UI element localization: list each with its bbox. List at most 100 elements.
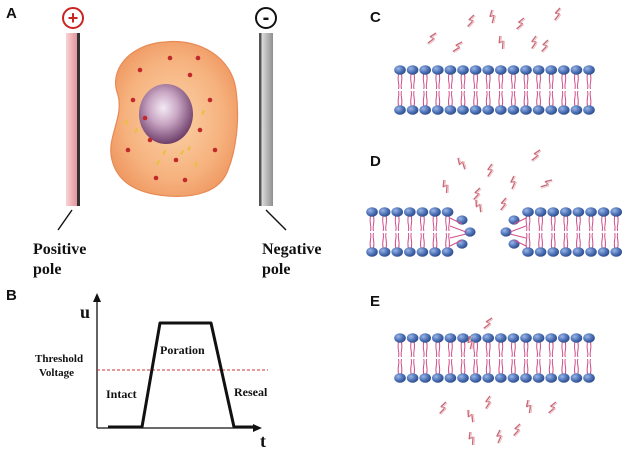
lipid-head: [482, 373, 495, 383]
threshold-label-line1: Threshold: [35, 353, 83, 365]
lipid-tail: [485, 341, 488, 358]
lipid-tail: [563, 215, 566, 232]
pore-lipid-head: [508, 215, 520, 225]
lipid-head: [520, 105, 532, 115]
lipid-tail: [589, 90, 592, 107]
lipid-head: [432, 65, 444, 75]
molecule: [440, 178, 452, 195]
lipid-tail: [548, 341, 551, 358]
lipid-tail: [564, 358, 567, 375]
lipid-tail: [422, 215, 425, 232]
lipid-tail: [526, 90, 529, 107]
lipid-tail: [425, 341, 428, 358]
lipid-tail: [501, 73, 504, 90]
lipid-tail: [523, 358, 526, 375]
threshold-label-line2: Voltage: [39, 367, 74, 379]
lipid-tail: [410, 358, 413, 375]
lipid-tail: [473, 73, 476, 90]
lipid-tail: [463, 73, 466, 90]
lipid-tail: [438, 73, 441, 90]
lipid-tail: [419, 215, 422, 232]
lipid-tail: [432, 215, 435, 232]
lipid-tail: [548, 358, 551, 375]
lipid-tail: [561, 358, 564, 375]
lipid-head: [432, 373, 444, 383]
lipid-tail: [513, 73, 516, 90]
lipid-tail: [573, 341, 576, 358]
lipid-head: [378, 247, 391, 257]
positive-label-line2: pole: [33, 261, 61, 278]
lipid-head: [404, 247, 416, 257]
lipid-head: [419, 65, 432, 75]
molecule: [437, 400, 450, 417]
lipid-tail: [553, 232, 556, 249]
molecule: [496, 429, 504, 445]
lipid-tail: [586, 90, 589, 107]
lipid-tail: [450, 341, 453, 358]
lipid-tail: [463, 90, 466, 107]
lipid-head: [457, 65, 469, 75]
lipid-tail: [422, 90, 425, 107]
lipid-tail: [413, 73, 416, 90]
y-axis-arrow: [93, 293, 101, 302]
molecules-entering: [440, 147, 555, 214]
lipid-tail: [476, 358, 479, 375]
lipid-tail: [369, 215, 372, 232]
cell-nucleus: [139, 84, 193, 144]
negative-sign: -: [263, 7, 270, 29]
lipid-head: [495, 373, 507, 383]
lipid-tail: [400, 73, 403, 90]
lipid-tail: [413, 341, 416, 358]
lipid-tail: [438, 341, 441, 358]
lipid-tail: [438, 90, 441, 107]
molecule: [464, 408, 478, 424]
pore-lipid-head: [456, 215, 468, 225]
lipid-tail: [445, 232, 448, 249]
lipid-head: [457, 105, 469, 115]
membrane-resealed: [394, 333, 595, 383]
lipid-tail: [397, 73, 400, 90]
lipid-tail: [586, 358, 589, 375]
lipid-tail: [385, 232, 388, 249]
red-granule: [142, 115, 148, 121]
lipid-tail: [422, 358, 425, 375]
positive-plate: [66, 33, 80, 206]
y-axis-label: u: [80, 302, 90, 322]
pore-lipid-head: [500, 227, 512, 237]
lipid-tail: [576, 90, 579, 107]
red-granule: [153, 175, 159, 181]
panel-letter-b: B: [6, 287, 17, 304]
lipid-tail: [419, 232, 422, 249]
lipid-tail: [450, 73, 453, 90]
lipid-tail: [563, 232, 566, 249]
membrane-intact: [394, 65, 595, 115]
negative-label-line1: Negative: [262, 241, 322, 258]
lipid-tail: [541, 232, 544, 249]
lipid-tail: [476, 341, 479, 358]
lipid-head: [520, 333, 532, 343]
molecule: [529, 147, 543, 164]
lipid-tail: [523, 341, 526, 358]
lipid-tail: [575, 215, 578, 232]
lipid-tail: [476, 90, 479, 107]
red-granule: [147, 137, 153, 143]
lipid-head: [406, 333, 419, 343]
lipid-tail: [501, 358, 504, 375]
lipid-tail: [613, 232, 616, 249]
lipid-tail: [382, 232, 385, 249]
lipid-tail: [498, 341, 501, 358]
lipid-tail: [591, 215, 594, 232]
pore-lipid-head: [508, 239, 520, 249]
lipid-head: [432, 105, 444, 115]
lipid-head: [469, 373, 482, 383]
lipid-tail: [576, 341, 579, 358]
lipid-tail: [422, 73, 425, 90]
lipid-tail: [564, 90, 567, 107]
lipid-head: [495, 65, 507, 75]
lipid-head: [482, 105, 495, 115]
lipid-tail: [498, 73, 501, 90]
lipid-head: [469, 65, 482, 75]
lipid-tail: [400, 90, 403, 107]
lipid-tail: [397, 90, 400, 107]
lipid-tail: [550, 215, 553, 232]
